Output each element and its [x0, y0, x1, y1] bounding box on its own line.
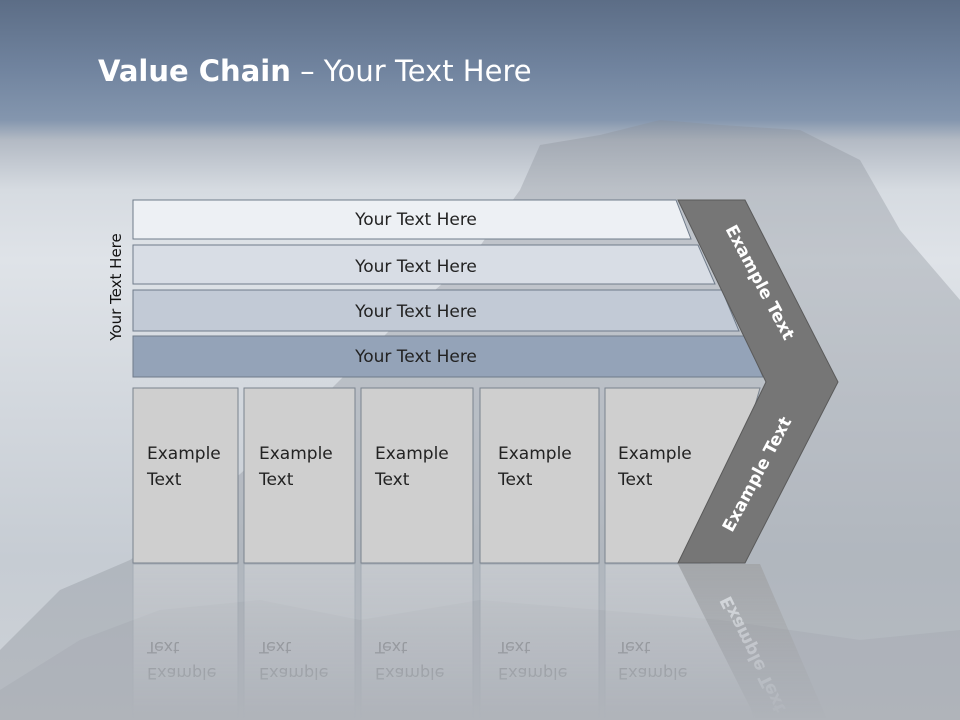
title-rest: – Your Text Here — [290, 54, 532, 88]
support-bar-1 — [132, 199, 692, 240]
support-bar-2 — [132, 244, 716, 285]
svg-text:ExampleText: ExampleText — [617, 638, 687, 683]
support-bars: Your Text Here Your Text Here Your Text … — [132, 199, 764, 378]
activity-box-1 — [132, 387, 239, 564]
support-bar-4-label: Your Text Here — [354, 347, 477, 367]
activity-box-4 — [479, 387, 600, 564]
slide-title: Value Chain – Your Text Here — [98, 54, 532, 88]
margin-chevron-shape — [677, 199, 839, 564]
activity-box-3 — [360, 387, 474, 564]
support-bar-2-label: Your Text Here — [354, 257, 477, 277]
support-bar-1-label: Your Text Here — [354, 210, 477, 230]
svg-text:ExampleText: ExampleText — [146, 638, 216, 683]
title-bold: Value Chain — [98, 54, 291, 88]
svg-text:ExampleText: ExampleText — [258, 638, 328, 683]
reflection: ExampleText ExampleText ExampleText Exam… — [132, 563, 828, 720]
svg-text:ExampleText: ExampleText — [497, 638, 567, 683]
support-bar-3-label: Your Text Here — [354, 302, 477, 322]
svg-text:ExampleText: ExampleText — [374, 638, 444, 683]
activity-box-2 — [243, 387, 356, 564]
support-bar-3 — [132, 289, 740, 332]
support-bar-4 — [132, 335, 764, 378]
